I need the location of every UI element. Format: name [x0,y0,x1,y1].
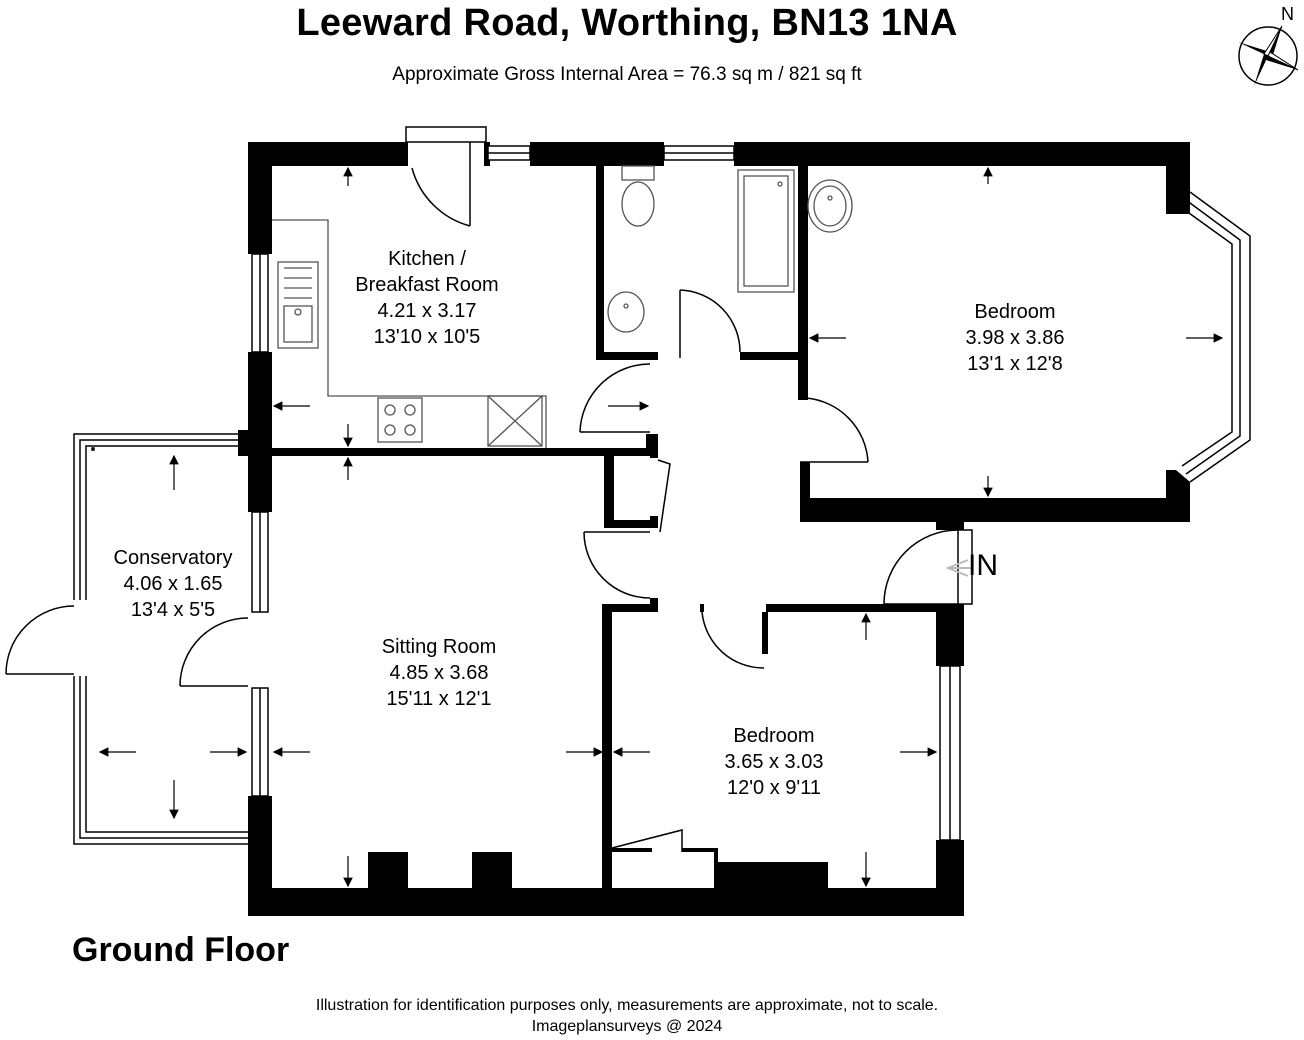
kitchen-imperial: 13'10 x 10'5 [373,326,481,348]
windows [73,126,1251,845]
bedroom1-name: Bedroom [974,301,1056,323]
disclaimer-text: Illustration for identification purposes… [315,997,939,1014]
conservatory-name: Conservatory [113,547,233,569]
north-label: N [1281,4,1294,24]
sitting-name: Sitting Room [381,636,497,658]
bedroom2-imperial: 12'0 x 9'11 [726,777,821,799]
kitchen-metric: 4.21 x 3.17 [377,300,477,322]
page-title: Leeward Road, Worthing, BN13 1NA [296,2,958,44]
doors [5,142,973,852]
room-kitchen-label: Kitchen / Breakfast Room 4.21 x 3.17 13'… [355,246,498,350]
conservatory-imperial: 13'4 x 5'5 [130,599,216,621]
exterior-walls [238,142,1190,916]
bedroom1-metric: 3.98 x 3.86 [965,327,1065,349]
credit-text: Imageplansurveys @ 2024 [531,1018,723,1035]
interior-walls [270,160,936,892]
room-sitting-label: Sitting Room 4.85 x 3.68 15'11 x 12'1 [382,634,497,712]
conservatory-metric: 4.06 x 1.65 [123,573,223,595]
dimension-arrows [98,166,1224,888]
room-conservatory-label: Conservatory 4.06 x 1.65 13'4 x 5'5 [114,545,233,623]
bedroom2-metric: 3.65 x 3.03 [724,751,824,773]
gross-internal-area: Approximate Gross Internal Area = 76.3 s… [392,64,862,85]
kitchen-name-line2: Breakfast Room [355,274,499,296]
sitting-imperial: 15'11 x 12'1 [386,688,492,710]
room-bedroom1-label: Bedroom 3.98 x 3.86 13'1 x 12'8 [966,299,1065,377]
sitting-metric: 4.85 x 3.68 [389,662,489,684]
floor-label: Ground Floor [72,931,290,969]
entrance-arrow-icon [945,559,972,577]
room-bedroom2-label: Bedroom 3.65 x 3.03 12'0 x 9'11 [725,723,824,801]
bedroom1-imperial: 13'1 x 12'8 [967,353,1063,375]
bedroom2-name: Bedroom [733,725,815,747]
fixtures [272,165,853,448]
kitchen-name-line1: Kitchen / [388,248,466,270]
entrance-label: IN [968,549,998,582]
compass-icon [1238,25,1299,86]
